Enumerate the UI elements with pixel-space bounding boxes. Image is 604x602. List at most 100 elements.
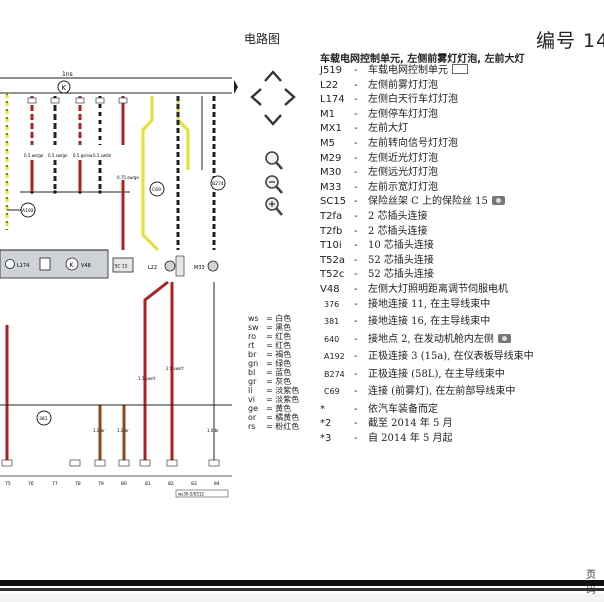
- legend-code: 640: [324, 334, 340, 344]
- chevron-left-icon[interactable]: [246, 86, 268, 108]
- color-key-item: br= 褐色: [248, 350, 291, 359]
- color-code: ws: [248, 314, 259, 323]
- connector-t2fa: [175, 255, 185, 277]
- legend-code: L174: [320, 94, 345, 106]
- legend-dash: -: [354, 333, 358, 345]
- color-key-item: ge= 黄色: [248, 404, 291, 413]
- legend-item: T10i-10 芯插头连接: [320, 239, 434, 253]
- legend-dash: -: [354, 368, 358, 380]
- legend-dash: -: [354, 298, 358, 310]
- wire-label: 2.5 sw/rt: [166, 366, 184, 371]
- footnote-box-label: ws30-5/0512: [178, 492, 204, 497]
- column-number: 80: [121, 481, 127, 487]
- color-name: 褐色: [275, 350, 292, 359]
- legend-desc: 2 芯插头连接: [368, 211, 428, 222]
- legend-code: T2fa: [320, 211, 343, 222]
- color-code: ro: [248, 332, 257, 341]
- legend-desc: 接地点 2, 在发动机舱内左侧: [368, 333, 494, 345]
- legend-code: T52a: [320, 254, 345, 266]
- camera-icon[interactable]: [491, 196, 505, 206]
- zoom-in-icon[interactable]: [264, 150, 284, 172]
- legend-dash: -: [354, 351, 358, 363]
- v48-node-label: K: [70, 262, 75, 269]
- color-name: 黄色: [275, 404, 292, 413]
- legend-desc: 接地连接 16, 在主导线束中: [368, 316, 491, 328]
- v48-label: V48: [81, 263, 91, 269]
- legend-code: *3: [320, 432, 332, 444]
- legend-code: M1: [320, 108, 335, 120]
- legend-dash: -: [354, 167, 358, 179]
- column-number: 82: [168, 481, 174, 487]
- color-code: vi: [248, 395, 255, 404]
- ground-381-label: 381: [39, 416, 48, 422]
- wiring-diagram: 1ns K 0.5 ws/ge 0.5 sw/gn 0.5 ge/sw 0.5 …: [0, 71, 238, 498]
- legend-code: M33: [320, 181, 342, 193]
- chevron-down-icon[interactable]: [262, 108, 284, 130]
- legend-item: T2fb-2 芯插头连接: [320, 225, 428, 239]
- color-equals: =: [266, 395, 276, 404]
- legend-item: 376-接地连接 11, 在主导线束中: [320, 298, 490, 312]
- wire-label: 1.5 sw/rt: [138, 376, 156, 381]
- terminal-box: [94, 459, 106, 467]
- column-number: 81: [145, 481, 151, 487]
- chevron-up-icon[interactable]: [262, 66, 284, 88]
- legend-item: J519-车载电网控制单元: [320, 64, 468, 78]
- footer-strip: [0, 594, 604, 602]
- color-equals: =: [266, 341, 276, 350]
- legend-desc: 正极连接 3 (15a), 在仪表板导线束中: [368, 351, 534, 363]
- color-code: rs: [248, 422, 256, 431]
- color-equals: =: [266, 332, 276, 341]
- legend-code: 376: [324, 299, 340, 309]
- color-key-item: gr= 灰色: [248, 377, 291, 386]
- panel-title: 电路图: [244, 32, 281, 46]
- legend-dash: -: [354, 152, 358, 164]
- legend-dash: -: [354, 138, 358, 149]
- legend-code: B274: [324, 369, 345, 379]
- legend-item: *2-截至 2014 年 5 月: [320, 417, 453, 431]
- zoom-fit-icon[interactable]: [264, 196, 284, 218]
- camera-icon[interactable]: [497, 333, 511, 343]
- legend-code: T10i: [320, 240, 342, 252]
- color-equals: =: [266, 368, 276, 377]
- l174-bulb-icon: [5, 259, 15, 269]
- l174-label: L174: [17, 263, 29, 269]
- column-number: 83: [191, 481, 197, 487]
- bus-arrow-icon: [234, 80, 238, 94]
- color-key-item: ws= 白色: [248, 314, 291, 323]
- legend-item: L22-左侧前雾灯灯泡: [320, 79, 438, 93]
- terminal-box: [118, 459, 130, 467]
- legend-code: M30: [320, 167, 342, 179]
- legend-desc: 左侧前雾灯灯泡: [368, 79, 438, 91]
- legend-desc: 自 2014 年 5 月起: [368, 432, 453, 444]
- legend-code: SC15: [320, 196, 347, 208]
- legend-item: MX1-左前大灯: [320, 122, 408, 136]
- color-equals: =: [266, 413, 276, 422]
- column-number: 77: [52, 481, 58, 487]
- legend-desc: 52 芯插头连接: [368, 254, 434, 266]
- color-name: 黑色: [275, 323, 292, 332]
- l22-label: L22: [148, 265, 157, 271]
- legend-item: L174-左侧白天行车灯灯泡: [320, 93, 458, 107]
- color-key-item: or= 橘黄色: [248, 413, 299, 422]
- legend-title: 车载电网控制单元, 左侧前雾灯灯泡, 左前大灯: [320, 54, 525, 65]
- legend-dash: -: [354, 284, 358, 295]
- legend-code: *: [320, 403, 325, 415]
- legend-item: T52c-52 芯插头连接: [320, 268, 434, 282]
- legend-item: M33-左前示宽灯灯泡: [320, 181, 438, 195]
- legend-dash: -: [354, 108, 358, 120]
- legend-desc: 正极连接 (58L), 在主导线束中: [368, 368, 505, 380]
- terminal-box: [1, 459, 13, 467]
- chevron-right-icon[interactable]: [278, 86, 300, 108]
- terminal-box: [166, 459, 178, 467]
- color-equals: =: [266, 386, 276, 395]
- color-name: 粉红色: [275, 422, 300, 431]
- legend-item: M1-左侧停车灯灯泡: [320, 108, 438, 122]
- zoom-out-icon[interactable]: [264, 174, 284, 196]
- l22-bulb-icon: [164, 260, 176, 272]
- color-key-item: vi= 淡紫色: [248, 395, 299, 404]
- legend-code: M5: [320, 138, 335, 149]
- color-name: 灰色: [275, 377, 292, 386]
- color-code: ge: [248, 404, 258, 413]
- color-key-item: sw= 黑色: [248, 323, 291, 332]
- legend-dash: -: [354, 225, 358, 237]
